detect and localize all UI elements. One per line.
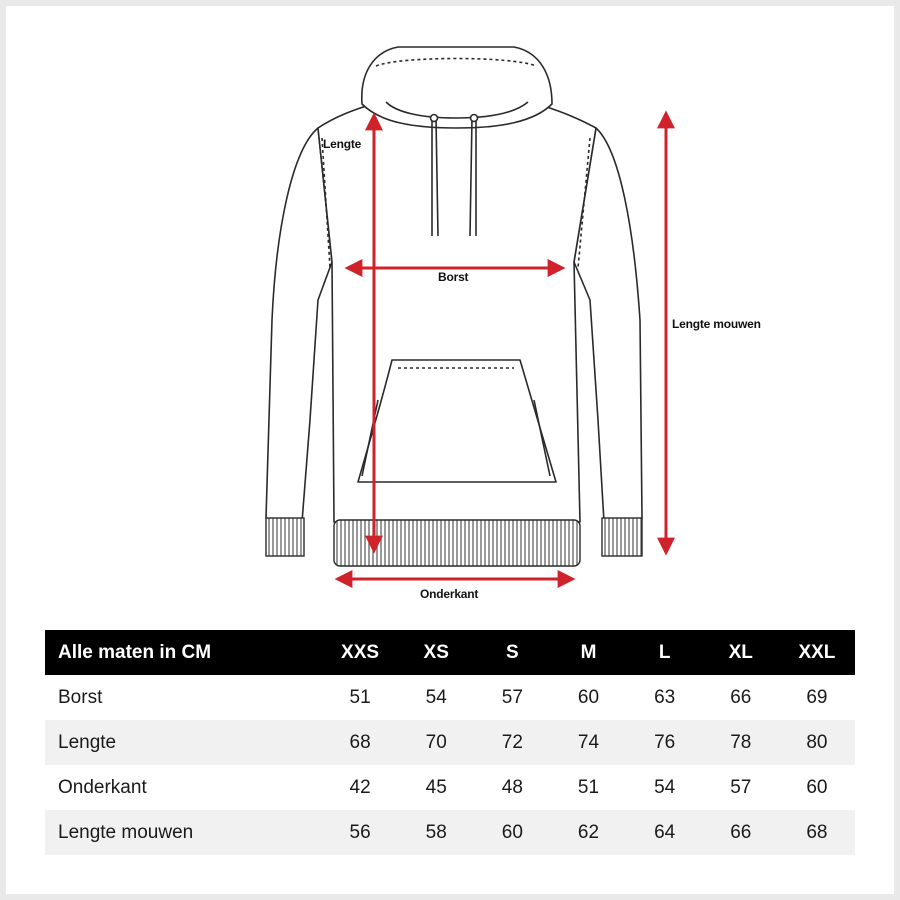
- row-label: Borst: [58, 686, 103, 708]
- table-cell: 63: [654, 686, 676, 708]
- size-header-xxl: XXL: [778, 630, 855, 675]
- size-header-m: M: [550, 630, 627, 675]
- table-cell: 48: [501, 776, 523, 798]
- length-label: Lengte: [323, 137, 362, 151]
- table-cell: 60: [474, 810, 551, 855]
- table-cell: 68: [778, 810, 855, 855]
- table-row-borst: Borst 51 54 57 60 63 66 69: [45, 675, 855, 720]
- row-label: Lengte: [45, 720, 322, 765]
- row-label: Lengte mouwen: [45, 810, 322, 855]
- table-row-lengte: Lengte 68 70 72 74 76 78 80: [45, 720, 855, 765]
- table-cell: 54: [425, 686, 447, 708]
- left-cuff: [265, 517, 305, 557]
- size-header-xs: XS: [398, 630, 475, 675]
- table-cell: 45: [425, 776, 447, 798]
- size-header-l: L: [626, 630, 703, 675]
- table-cell: 54: [654, 776, 676, 798]
- table-cell: 42: [349, 776, 371, 798]
- table-cell: 72: [474, 720, 551, 765]
- table-row-lengte-mouwen: Lengte mouwen 56 58 60 62 64 66 68: [45, 810, 855, 855]
- table-cell: 57: [501, 686, 523, 708]
- hoodie-outline: [265, 46, 643, 523]
- table-cell: 64: [626, 810, 703, 855]
- hem-label: Onderkant: [420, 587, 479, 601]
- table-cell: 70: [398, 720, 475, 765]
- size-table: Alle maten in CM XXS XS S M L XL XXL Bor…: [45, 630, 855, 855]
- table-cell: 78: [702, 720, 779, 765]
- table-cell: 60: [806, 776, 828, 798]
- table-cell: 66: [730, 686, 752, 708]
- header-label: Alle maten in CM: [45, 630, 322, 675]
- hoodie-icon: [265, 46, 675, 588]
- table-cell: 58: [398, 810, 475, 855]
- table-cell: 76: [626, 720, 703, 765]
- table-cell: 62: [550, 810, 627, 855]
- table-cell: 69: [806, 686, 828, 708]
- chest-label: Borst: [438, 270, 469, 284]
- table-cell: 60: [577, 686, 600, 708]
- table-cell: 74: [550, 720, 627, 765]
- table-cell: 66: [702, 810, 779, 855]
- table-cell: 51: [349, 686, 371, 708]
- table-cell: 51: [577, 776, 600, 798]
- table-row-onderkant: Onderkant 42 45 48 51 54 57 60: [45, 765, 855, 810]
- table-cell: 80: [778, 720, 855, 765]
- size-header-s: S: [474, 630, 551, 675]
- row-label: Onderkant: [58, 776, 147, 798]
- waistband: [333, 519, 581, 567]
- size-header-xl: XL: [702, 630, 779, 675]
- table-cell: 68: [322, 720, 399, 765]
- table-cell: 56: [322, 810, 399, 855]
- size-header-xxs: XXS: [322, 630, 399, 675]
- size-table-header: Alle maten in CM XXS XS S M L XL XXL: [45, 630, 855, 675]
- measurement-arrows: [334, 110, 675, 588]
- sleeve-length-label: Lengte mouwen: [672, 317, 761, 331]
- right-cuff: [601, 517, 643, 557]
- table-cell: 57: [730, 776, 752, 798]
